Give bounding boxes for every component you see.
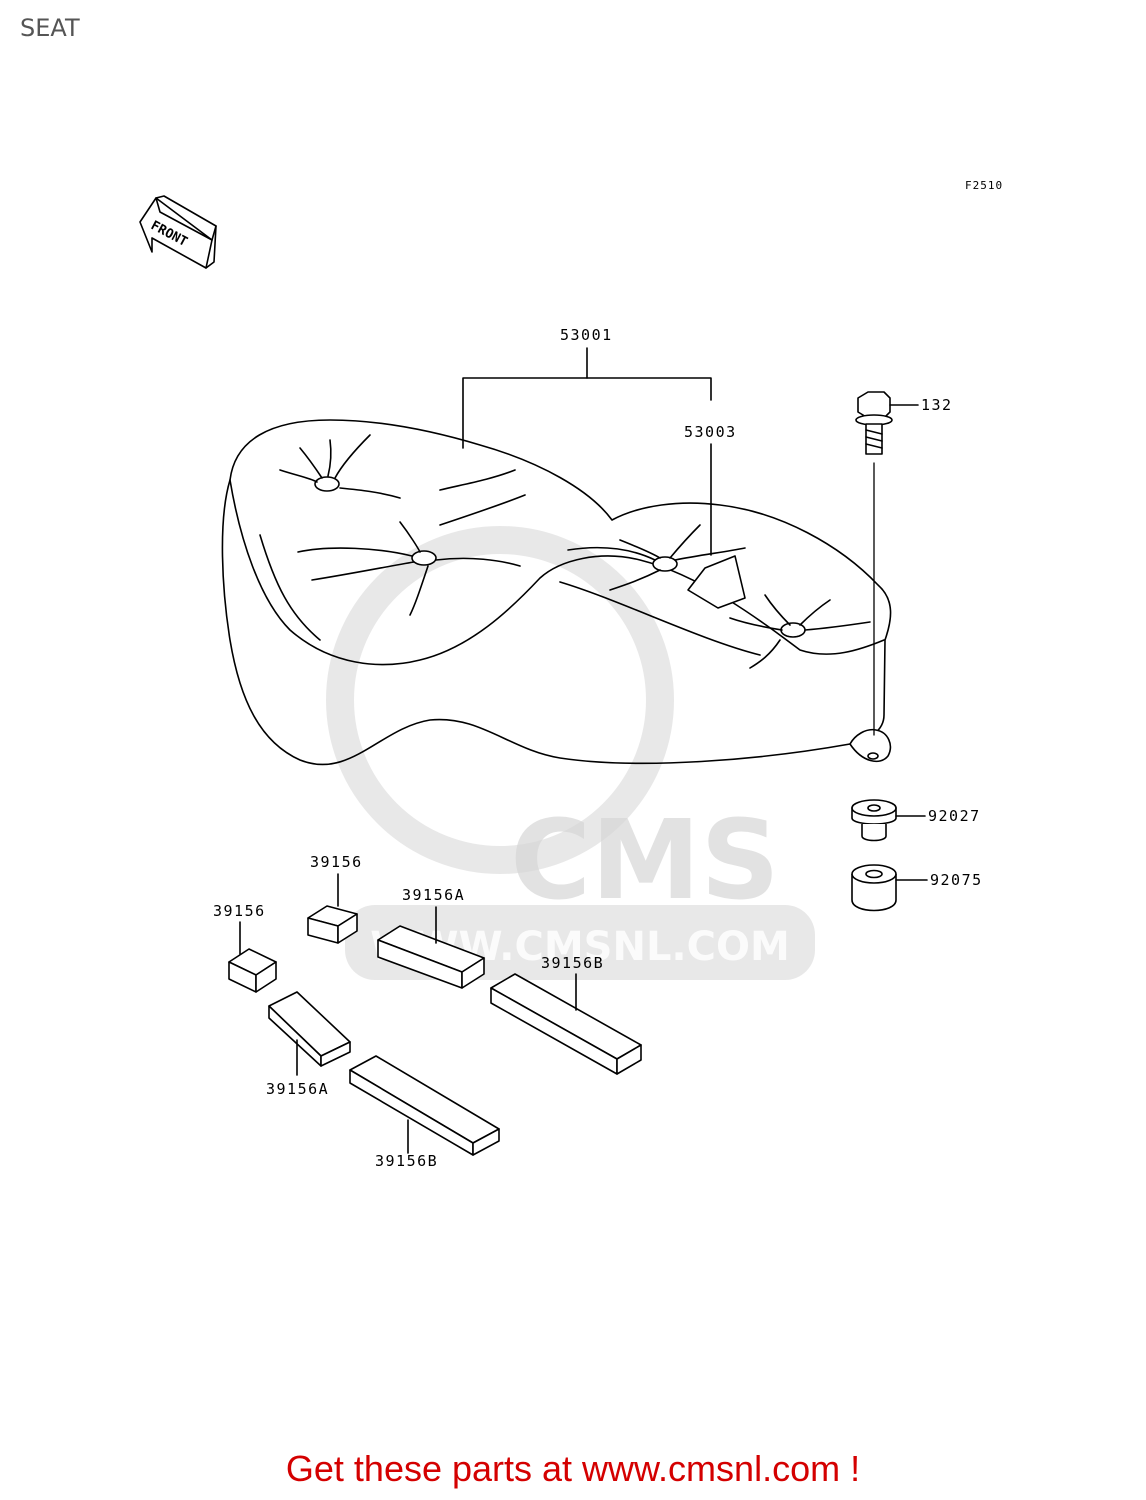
pad-b-upper (490, 973, 642, 1075)
part-label-92075[interactable]: 92075 (930, 871, 983, 889)
pad-a-lower (268, 991, 351, 1076)
part-label-39156-left[interactable]: 39156 (213, 902, 266, 920)
leader-53001 (462, 347, 712, 449)
pad-b-lower (349, 1055, 500, 1156)
part-label-39156A-lower[interactable]: 39156A (266, 1080, 329, 1098)
figure-code: F2510 (965, 179, 1003, 192)
part-label-132[interactable]: 132 (921, 396, 953, 414)
part-label-53001[interactable]: 53001 (560, 326, 613, 344)
collar-icon (851, 799, 926, 842)
part-label-92027[interactable]: 92027 (928, 807, 981, 825)
pad-small-left (228, 921, 277, 993)
part-label-39156A-upper[interactable]: 39156A (402, 886, 465, 904)
part-label-53003[interactable]: 53003 (684, 423, 737, 441)
front-arrow-icon: FRONT (139, 195, 217, 269)
watermark-brand: CMS (510, 796, 779, 924)
part-label-39156B-lower[interactable]: 39156B (375, 1152, 438, 1170)
pad-a-upper (377, 906, 485, 989)
part-label-39156-upper[interactable]: 39156 (310, 853, 363, 871)
part-label-39156B-upper[interactable]: 39156B (541, 954, 604, 972)
seat-illustration (221, 419, 892, 766)
pad-small-upper (307, 873, 358, 944)
parts-diagram: CMS WWW.CMSNL.COM F2510 FRONT (139, 179, 1003, 1170)
cta-link[interactable]: Get these parts at www.cmsnl.com ! (285, 1448, 861, 1489)
page-title: SEAT (20, 14, 80, 42)
rubber-bush-icon (851, 864, 928, 912)
bolt-icon (855, 391, 919, 736)
